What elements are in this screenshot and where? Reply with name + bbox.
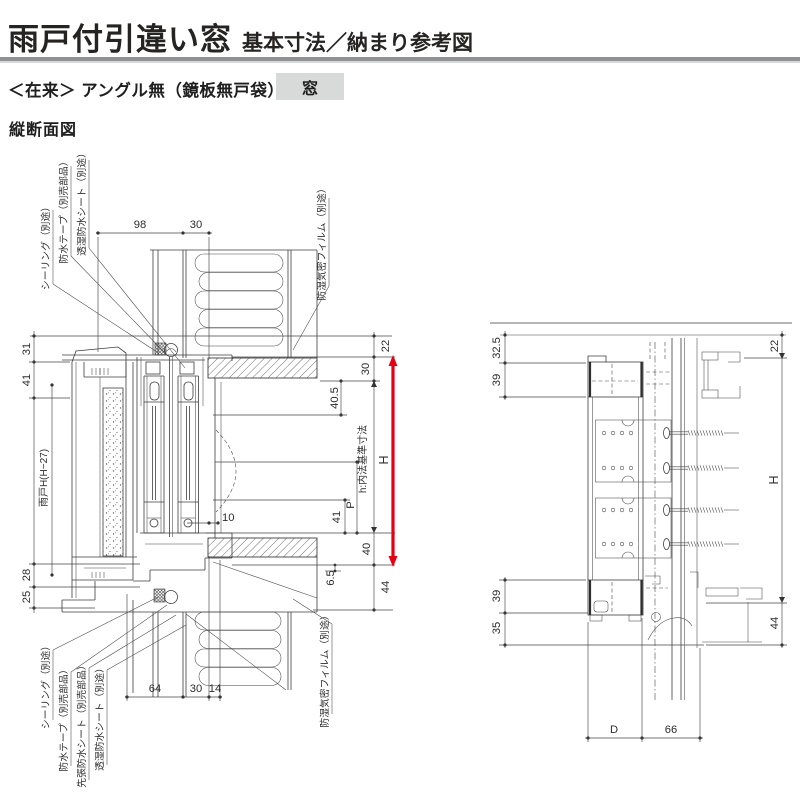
dim-right-30: 30 — [360, 363, 372, 375]
lower-insulation — [194, 611, 282, 686]
left-drawing-annotations: シーリング（別途） 防水テープ（別売部品） 透湿防水シート（別途） 防湿気密フィ… — [39, 148, 333, 788]
dim-top-30: 30 — [190, 219, 202, 231]
label-film-bottom: 防湿気密フィルム（別途） — [318, 610, 331, 727]
dim-amado-h: 雨戸H(H−27) — [38, 449, 50, 507]
dim-right-41: 41 — [331, 511, 343, 523]
storm-shutter — [71, 346, 137, 598]
dim-r-right-H: H — [767, 475, 781, 484]
dim-left-31: 31 — [21, 343, 33, 355]
frame-center-fin — [136, 357, 204, 537]
dim-right-22: 22 — [380, 340, 392, 352]
sash-inner — [177, 361, 199, 534]
dim-left-28: 28 — [21, 569, 33, 581]
mounting-panel-lower — [595, 497, 672, 559]
upper-wall — [150, 249, 318, 358]
roller-outer — [149, 518, 159, 528]
clearance-arc — [215, 429, 237, 513]
right-drawing: 32.5 39 39 35 22 H — [490, 322, 792, 742]
page-title: 雨戸付引違い窓基本寸法／納まり参考図 — [8, 14, 473, 59]
right-drawing-dimensions: 32.5 39 39 35 22 H — [491, 331, 787, 742]
dim-right-6-5: 6.5 — [325, 570, 337, 586]
dim-left-41: 41 — [21, 374, 33, 386]
dim-r-right-22: 22 — [769, 340, 781, 352]
dim-right-40: 40 — [361, 543, 373, 555]
head-board — [207, 357, 318, 379]
title-rule — [0, 57, 800, 63]
label-tape-bottom: 防水テープ（別売部品） — [57, 664, 70, 771]
page-title-sub: 基本寸法／納まり参考図 — [242, 32, 473, 55]
dim-top-98: 98 — [134, 219, 146, 231]
dim-right-40-5: 40.5 — [329, 387, 341, 409]
mounting-panel-upper — [595, 419, 672, 483]
dim-bottom-14: 14 — [209, 683, 221, 695]
dim-r-left-32-5: 32.5 — [491, 337, 503, 359]
left-drawing-dimensions: 98 30 31 41 28 25 雨戸H(H — [21, 219, 398, 701]
dim-r-left-35: 35 — [491, 622, 503, 634]
height-arrow — [388, 355, 398, 567]
frame-sill — [61, 532, 318, 613]
dim-P-label: P — [345, 501, 357, 508]
fixing-screws — [663, 427, 739, 550]
right-interior-trim — [645, 342, 763, 643]
shutter-panel — [102, 387, 124, 557]
dim-r-left-39-top: 39 — [491, 374, 503, 386]
dim-right-44: 44 — [380, 581, 392, 593]
dim-h-base-label: h:内法基準寸法 — [356, 425, 369, 493]
sealant-block-bottom — [153, 588, 166, 603]
right-wall-lines — [490, 322, 792, 700]
label-sealing-bottom: シーリング（別途） — [39, 641, 52, 729]
label-tape-top: 防水テープ（別売部品） — [57, 156, 70, 263]
variant-label: ＜在来＞ アングル無（鏡板無戸袋） — [8, 82, 285, 100]
left-drawing: 98 30 31 41 28 25 雨戸H(H — [21, 148, 398, 788]
dim-r-bottom-D: D — [610, 724, 618, 736]
label-sheet-top: 透湿防水シート（別途） — [75, 148, 88, 256]
sealant-block-top — [154, 342, 167, 356]
label-sheet-bottom: 透湿防水シート（別途） — [93, 663, 106, 771]
dim-bottom-64: 64 — [149, 683, 161, 695]
dim-r-right-44: 44 — [769, 617, 781, 629]
frame-head — [62, 342, 233, 538]
label-sealing-top: シーリング（別途） — [39, 202, 52, 290]
right-frame — [587, 355, 739, 622]
backer-rod-bottom — [164, 590, 178, 604]
sash-outer — [143, 361, 165, 534]
page-title-main: 雨戸付引違い窓 — [8, 22, 232, 57]
dim-H-label: H — [377, 455, 391, 464]
dim-left-25: 25 — [21, 591, 33, 603]
dim-mid-10: 10 — [222, 512, 234, 524]
label-film-top: 防湿気密フィルム（別途） — [315, 183, 328, 300]
section-title: 縦断面図 — [9, 122, 78, 139]
dim-bottom-30: 30 — [190, 683, 202, 695]
dim-r-left-39-bottom: 39 — [491, 590, 503, 602]
upper-insulation — [194, 253, 284, 347]
backer-rod-top — [164, 343, 178, 357]
category-badge: 窓 — [276, 73, 344, 100]
sill-board — [207, 537, 318, 558]
label-presheet-bottom: 先張防水シート（別売部品） — [75, 660, 88, 787]
dim-r-bottom-66: 66 — [665, 724, 677, 736]
